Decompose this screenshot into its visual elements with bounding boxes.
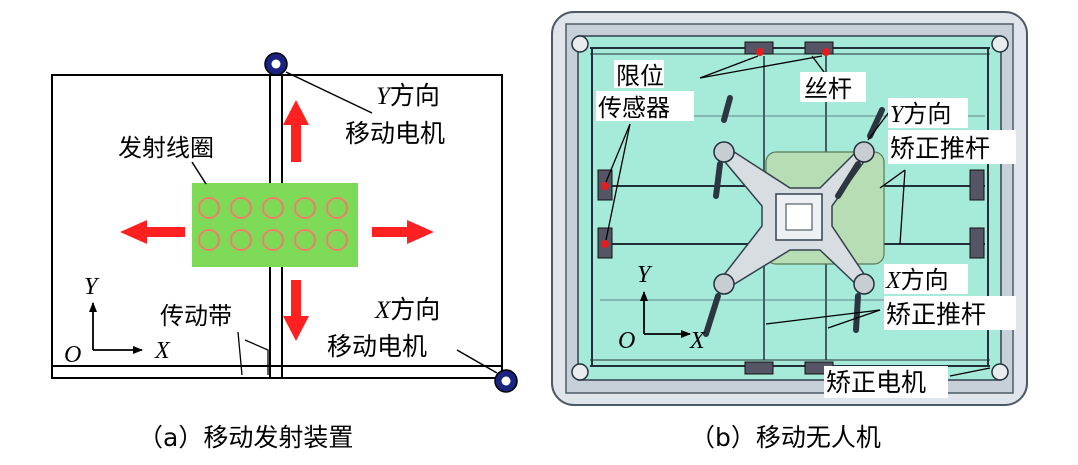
a-coil-ring bbox=[326, 229, 348, 251]
a-coil-rings bbox=[198, 197, 348, 251]
b-label-x-push-axis: X bbox=[885, 268, 902, 294]
b-x-push-leader bbox=[827, 309, 881, 329]
a-label-y-motor: Y方向 bbox=[376, 81, 440, 110]
b-motor-leader bbox=[949, 367, 991, 377]
a-label-x-motor-axis: X bbox=[374, 297, 392, 324]
a-coil-leader bbox=[191, 161, 207, 185]
a-label-x-motor-line2: 移动电机 bbox=[327, 332, 427, 361]
b-leaders bbox=[605, 55, 991, 377]
b-drone-body-inner bbox=[785, 203, 813, 231]
b-y-push-leader bbox=[879, 169, 906, 189]
b-label-y-push-line2: 矫正推杆 bbox=[890, 134, 990, 163]
a-caption: （a）移动发射装置 bbox=[138, 423, 353, 452]
b-label-bg bbox=[888, 98, 968, 128]
b-limit-sensors bbox=[601, 48, 830, 248]
b-limit-sensor-icon bbox=[601, 182, 609, 190]
b-corner-motor-icon bbox=[571, 35, 589, 53]
a-coil-ring bbox=[198, 197, 220, 219]
b-corner-motors bbox=[571, 35, 1009, 381]
b-label-backgrounds bbox=[596, 60, 1016, 398]
a-axis-y-label: Y bbox=[84, 274, 100, 300]
a-x-motor-core bbox=[501, 376, 511, 386]
b-y-push-leader bbox=[899, 169, 906, 245]
a-label-coil: 发射线圈 bbox=[118, 134, 214, 162]
b-side-block bbox=[969, 169, 985, 201]
a-coil-ring bbox=[294, 229, 316, 251]
b-label-corr-motor: 矫正电机 bbox=[826, 368, 926, 397]
b-corner-motor-icon bbox=[991, 363, 1009, 381]
b-corner-motor-icon bbox=[991, 35, 1009, 53]
a-arrow-left-icon bbox=[120, 220, 185, 244]
b-label-bg bbox=[800, 72, 866, 102]
a-y-motor-leader bbox=[285, 71, 373, 114]
b-x-push-leader bbox=[765, 309, 881, 325]
a-coil-ring bbox=[326, 197, 348, 219]
b-label-y-push-dir: 方向 bbox=[903, 100, 951, 128]
b-drone-rotors bbox=[713, 141, 875, 295]
a-label-y-motor-dir: 方向 bbox=[390, 81, 440, 110]
b-drone bbox=[703, 95, 885, 337]
b-rotor-icon bbox=[853, 141, 875, 163]
b-side-block bbox=[969, 227, 985, 259]
b-label-bg bbox=[888, 130, 1016, 164]
b-drone-leg bbox=[703, 293, 721, 337]
b-drone-leg bbox=[721, 95, 733, 123]
b-label-bg bbox=[884, 296, 1016, 330]
a-label-x-motor: X方向 bbox=[374, 295, 440, 324]
a-coil-ring bbox=[230, 229, 252, 251]
a-coil-ring bbox=[262, 229, 284, 251]
b-label-limit-line1: 限位 bbox=[616, 62, 664, 90]
a-x-motor-leader bbox=[456, 349, 498, 374]
b-limit-leader bbox=[699, 55, 759, 79]
a-label-y-motor-axis: Y bbox=[376, 83, 393, 110]
a-y-motor-core bbox=[271, 59, 281, 69]
b-limit-sensor-icon bbox=[822, 48, 830, 56]
b-axis-x-label: X bbox=[689, 328, 706, 354]
b-side-block bbox=[744, 361, 774, 375]
a-label-x-motor-dir: 方向 bbox=[390, 295, 440, 324]
b-label-bg bbox=[884, 264, 968, 294]
b-rotor-icon bbox=[853, 273, 875, 295]
b-label-x-push: X方向 bbox=[885, 266, 949, 294]
a-belt-leader bbox=[237, 331, 243, 376]
b-drone-leg bbox=[835, 161, 861, 199]
b-rotor-icon bbox=[713, 141, 735, 163]
a-axis-x-label: X bbox=[154, 338, 171, 364]
b-corner-motor-icon bbox=[571, 363, 589, 381]
b-drone-leg bbox=[867, 107, 885, 139]
a-origin-label: O bbox=[64, 342, 81, 368]
panel-a: 发射线圈 Y方向 移动电机 X方向 移动电机 传动带 Y X O （a）移动发射… bbox=[51, 52, 518, 452]
a-label-belt: 传动带 bbox=[160, 302, 232, 330]
b-rotor-icon bbox=[713, 273, 735, 295]
b-limit-leader bbox=[605, 123, 631, 241]
b-label-bg bbox=[596, 91, 694, 121]
a-belt-mark bbox=[244, 339, 269, 375]
a-coil-panel bbox=[192, 183, 358, 267]
a-arrow-up-icon bbox=[283, 100, 309, 162]
b-label-y-push-axis: Y bbox=[890, 102, 906, 128]
b-label-screw: 丝杆 bbox=[804, 75, 852, 103]
a-arrow-right-icon bbox=[372, 220, 434, 244]
b-label-x-push-dir: 方向 bbox=[901, 266, 949, 294]
b-limit-sensor-icon bbox=[756, 48, 764, 56]
b-limit-sensor-icon bbox=[601, 240, 609, 248]
b-axis-y-label: Y bbox=[637, 262, 653, 288]
b-drone-leg bbox=[713, 161, 723, 199]
b-caption: （b）移动无人机 bbox=[690, 423, 881, 452]
b-label-y-push: Y方向 bbox=[890, 100, 951, 128]
b-limit-leader bbox=[699, 55, 823, 79]
b-label-limit-line2: 传感器 bbox=[598, 94, 670, 122]
b-label-bg bbox=[614, 60, 664, 88]
a-coil-ring bbox=[262, 197, 284, 219]
a-label-y-motor-line2: 移动电机 bbox=[345, 119, 445, 148]
b-label-bg bbox=[824, 366, 948, 398]
b-origin-label: O bbox=[618, 328, 635, 354]
b-limit-leader bbox=[605, 123, 631, 183]
a-arrow-down-icon bbox=[283, 280, 309, 341]
b-label-x-push-line2: 矫正推杆 bbox=[886, 300, 986, 329]
a-coil-ring bbox=[230, 197, 252, 219]
panel-b: 限位 传感器 丝杆 Y方向 矫正推杆 X方向 矫正推杆 矫正电机 Y X O （… bbox=[551, 11, 1028, 452]
a-coil-ring bbox=[198, 229, 220, 251]
a-coil-ring bbox=[294, 197, 316, 219]
